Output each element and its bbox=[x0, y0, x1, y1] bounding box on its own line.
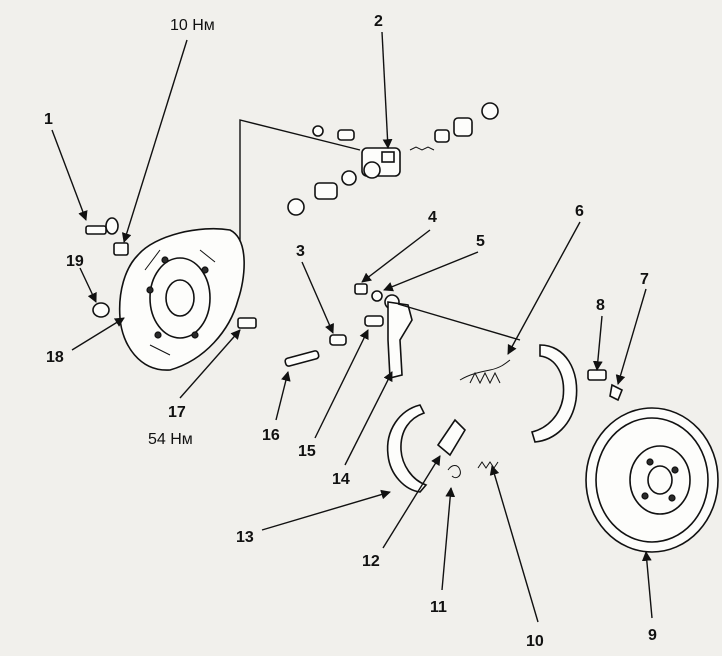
label-6: 6 bbox=[575, 203, 584, 220]
brake-drum bbox=[585, 407, 719, 553]
label-16: 16 bbox=[262, 427, 280, 444]
label-17: 17 bbox=[168, 404, 186, 421]
label-18: 18 bbox=[46, 349, 64, 366]
leader-lines bbox=[51, 31, 653, 623]
small-parts-left bbox=[85, 217, 257, 329]
backing-plate bbox=[118, 227, 245, 371]
label-3: 3 bbox=[296, 243, 305, 260]
wheel-cylinder bbox=[361, 147, 401, 179]
brake-shoe-right bbox=[530, 344, 578, 443]
label-10: 10 bbox=[526, 633, 544, 650]
label-8: 8 bbox=[596, 297, 605, 314]
label-4: 4 bbox=[428, 209, 437, 226]
label-11: 11 bbox=[430, 599, 447, 616]
label-1: 1 bbox=[44, 111, 53, 128]
parking-lever bbox=[436, 418, 467, 457]
right-small-parts bbox=[587, 369, 624, 402]
label-5: 5 bbox=[476, 233, 485, 250]
adjuster-parts bbox=[284, 283, 413, 380]
cylinder-link-line bbox=[239, 119, 361, 290]
label-7: 7 bbox=[640, 271, 649, 288]
label-15: 15 bbox=[298, 443, 316, 460]
cylinder-internals bbox=[287, 102, 499, 216]
label-9: 9 bbox=[648, 627, 657, 644]
label-19: 19 bbox=[66, 253, 84, 270]
label-13: 13 bbox=[236, 529, 254, 546]
label-12: 12 bbox=[362, 553, 380, 570]
label-14: 14 bbox=[332, 471, 350, 488]
torque-top: 10 Нм bbox=[170, 17, 215, 34]
label-2: 2 bbox=[374, 13, 383, 30]
springs bbox=[397, 303, 521, 479]
brake-shoe-left bbox=[386, 404, 428, 493]
torque-bottom: 54 Нм bbox=[148, 431, 193, 448]
